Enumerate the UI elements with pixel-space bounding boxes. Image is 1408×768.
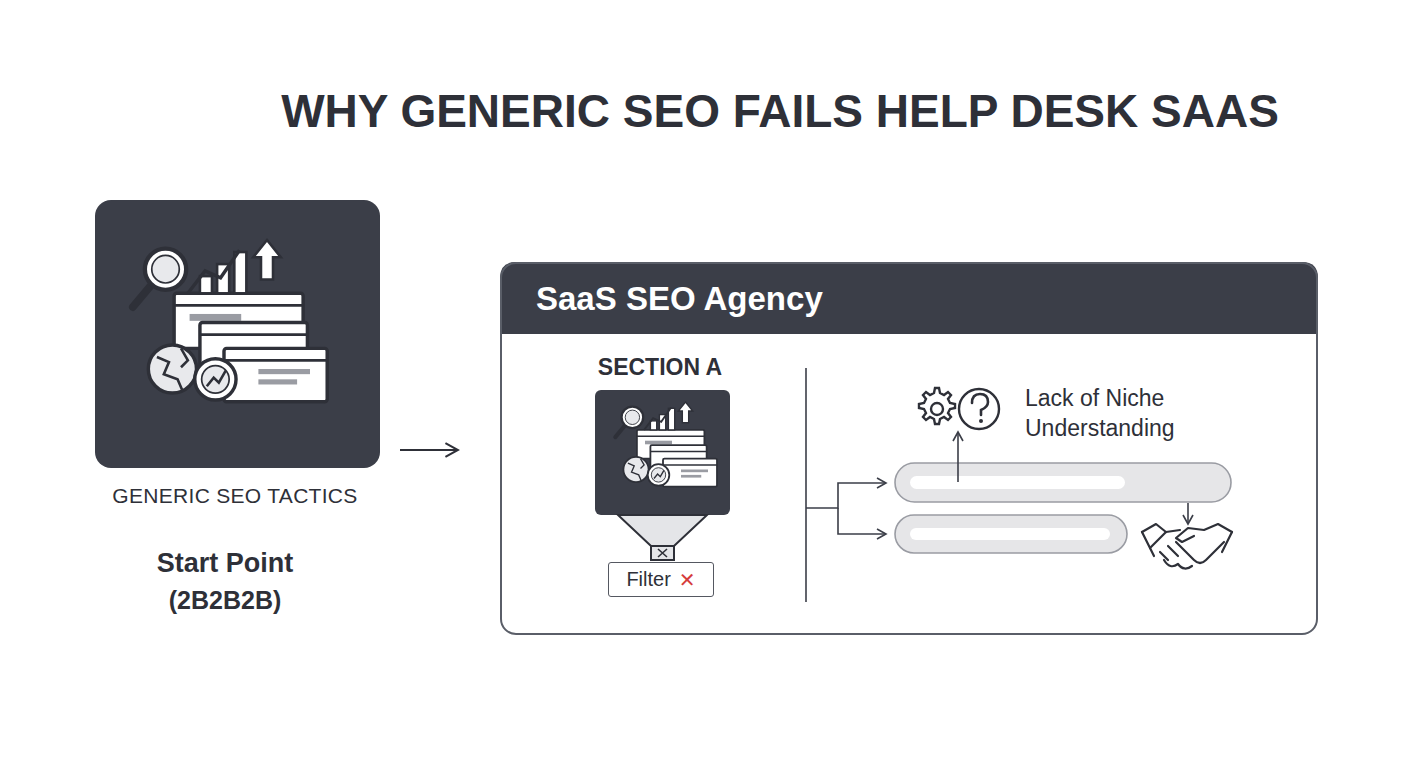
gear-icon xyxy=(919,388,955,424)
progress-pill xyxy=(895,515,1127,553)
handshake-icon xyxy=(1150,530,1180,548)
branch-lines xyxy=(806,483,886,508)
start-point-label: Start Point xyxy=(157,546,294,581)
question-icon xyxy=(959,389,999,429)
box-heading: GENERIC SEO TACTICS xyxy=(112,484,357,508)
handshake-icon xyxy=(1142,524,1166,532)
diagram-title: WHY GENERIC SEO FAILS HELP DESK SAAS xyxy=(281,84,1279,138)
question-icon xyxy=(979,419,983,423)
agency-panel-ground xyxy=(500,262,1318,635)
filter-label: Filter xyxy=(626,568,670,591)
flow-arrow xyxy=(400,449,458,451)
callout-arrow xyxy=(1187,503,1189,524)
funnel xyxy=(651,546,674,560)
progress-pill xyxy=(910,528,1110,540)
handshake-icon xyxy=(1142,532,1232,556)
panel-header: SaaS SEO Agency xyxy=(536,264,823,334)
gear-icon xyxy=(931,403,943,415)
color-code-label: (2B2B2B) xyxy=(169,584,282,617)
branch-lines xyxy=(838,508,886,534)
funnel xyxy=(618,515,707,560)
agency-panel: Filter ✕ SaaS SEO Agency xyxy=(500,262,1318,635)
question-icon xyxy=(972,394,988,415)
question-icon xyxy=(959,389,999,429)
section-label: SECTION A xyxy=(598,353,722,383)
seo-icon xyxy=(133,240,327,402)
agency-header-bar xyxy=(500,262,1318,334)
progress-pill xyxy=(895,515,1127,553)
tactics-panel xyxy=(95,200,380,468)
progress-pill xyxy=(895,463,1231,502)
handshake-icon xyxy=(1176,524,1232,542)
handshake-icon xyxy=(1164,560,1192,569)
funnel xyxy=(658,549,667,557)
cross-mark: ✕ xyxy=(679,568,696,592)
progress-pill xyxy=(910,476,1125,489)
section-icon-box xyxy=(595,390,730,515)
filter-box: Filter ✕ xyxy=(608,562,714,597)
funnel xyxy=(618,515,707,546)
divider-line xyxy=(805,368,807,602)
gear-icon xyxy=(919,388,955,424)
tactics-box: GENERIC SEO TACTICS xyxy=(95,200,380,468)
issue-label: Lack of Niche Understanding xyxy=(1025,384,1257,444)
handshake-icon xyxy=(1160,542,1224,563)
branch-lines xyxy=(806,483,886,534)
callout-arrow xyxy=(957,432,959,482)
seo-icon xyxy=(615,402,717,487)
handshake-icon xyxy=(1142,524,1232,569)
progress-pill xyxy=(895,463,1231,502)
